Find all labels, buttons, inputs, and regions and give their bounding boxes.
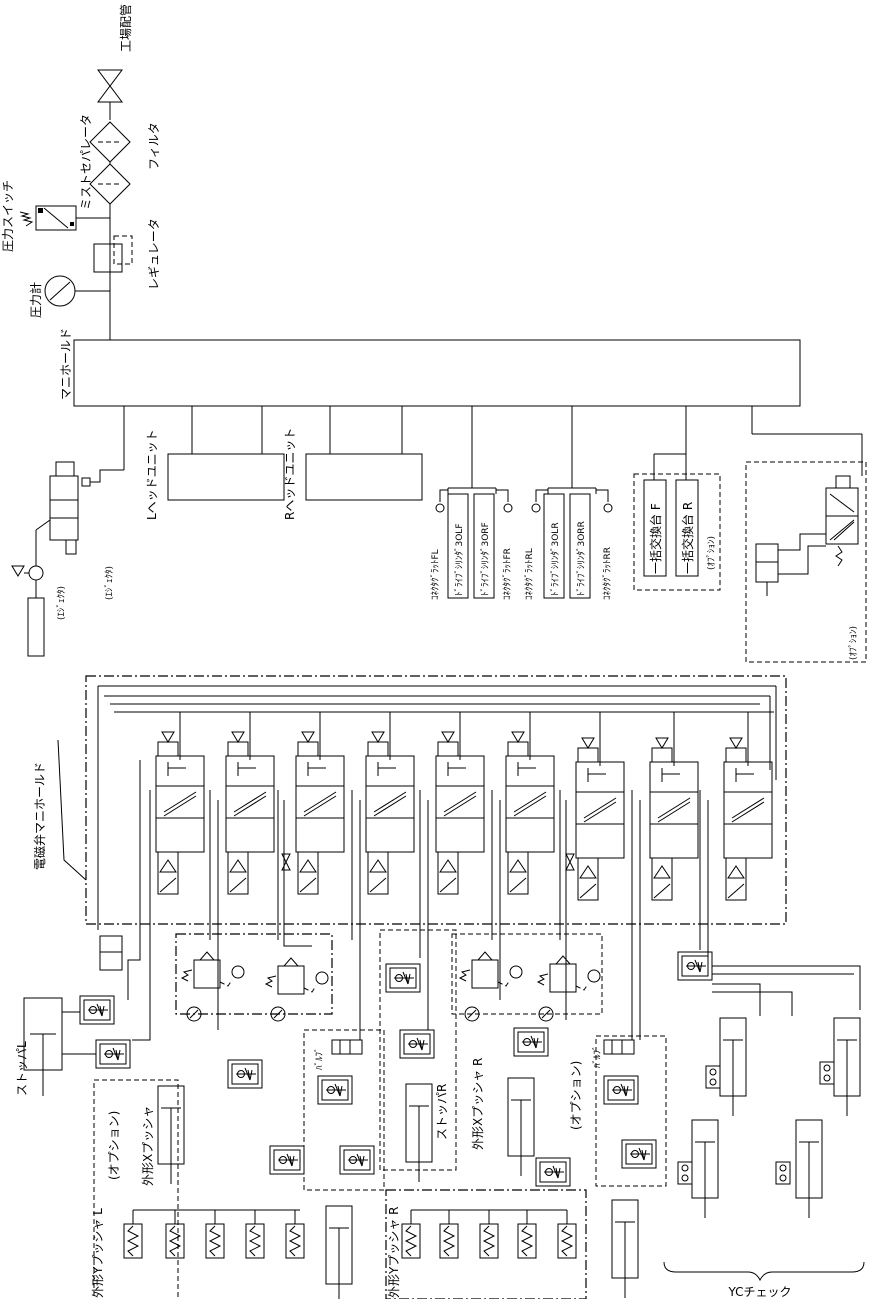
stopper-r-cylinder <box>405 1083 433 1183</box>
ejector-assembly <box>11 461 124 657</box>
cyl-fr-label: ｺﾈｸﾀｸﾞﾗｯﾄFR <box>502 548 513 600</box>
option-small-label-2: (ｵﾌﾟｼｮﾝ) <box>848 626 859 660</box>
flow-ctrl-l-b <box>269 1145 305 1175</box>
manifold-block <box>73 339 801 407</box>
option-label-2: (オプション) <box>569 1061 583 1130</box>
regulator-l-2 <box>265 957 329 995</box>
flow-ctrl-right-1 <box>603 1075 639 1105</box>
outer-y-pusher-r-label: 外形Yプッシャ R <box>387 1207 401 1298</box>
right-option-valve <box>755 475 859 596</box>
filter-label: フィルタ <box>147 122 161 170</box>
cyl-3orr-label: ﾄﾞﾗｲﾌﾞｼﾘﾝﾀﾞ3ORR <box>576 521 587 596</box>
mid-cylinder <box>325 1205 353 1299</box>
pressure-gauge-label: 圧力計 <box>28 282 43 318</box>
regulator-l-1 <box>181 951 245 989</box>
cyl-3orf-label: ﾄﾞﾗｲﾌﾞｼﾘﾝﾀﾞ3ORF <box>480 522 491 596</box>
flow-ctrl-mid-1 <box>317 1075 353 1105</box>
pressure-switch-label: 圧力スイッチ <box>1 180 15 252</box>
stopper-r-flow-ctrl-2 <box>399 1029 435 1059</box>
valve-2-box <box>595 1035 667 1187</box>
solenoid-valves <box>155 731 773 901</box>
right-option-box <box>745 461 867 663</box>
drive-cylinder-group-rear <box>531 487 613 599</box>
ejector-label-1: (ｴｼﾞｪｸﾀ) <box>56 586 67 620</box>
reg-cluster-r-box <box>451 933 603 1015</box>
valve-2 <box>603 1039 635 1055</box>
yc-brace <box>663 1261 865 1282</box>
cyl-fl-label: ｺﾈｸﾀｸﾞﾗｯﾄFL <box>430 549 441 600</box>
l-head-unit-box <box>167 453 285 501</box>
valve-output-lines <box>127 712 749 1041</box>
cyl-3olf-label: ﾄﾞﾗｲﾌﾞｼﾘﾝﾀﾞ3OLF <box>454 523 465 596</box>
drive-cylinder-group-front <box>435 487 513 599</box>
option-small-label-1: (ｵﾌﾟｼｮﾝ) <box>706 536 717 570</box>
valve-label-2: ﾊﾞﾙﾌﾞ <box>592 1045 603 1068</box>
outer-y-pusher-r-springs <box>401 1209 577 1259</box>
stopper-l-label: ストッパL <box>15 1041 29 1096</box>
bulk-exchange-f-box <box>643 479 667 577</box>
flow-ctrl-r-b <box>535 1157 571 1187</box>
solenoid-rails <box>97 685 777 930</box>
option-region-l <box>93 1079 179 1299</box>
yc-cylinder-1 <box>719 1017 747 1117</box>
stopper-exhaust <box>99 935 123 971</box>
stopper-l-flow-ctrl-1 <box>79 995 115 1025</box>
mist-separator-label: ミストセパレータ <box>79 114 93 210</box>
ejector-label-2: (ｴｼﾞｪｸﾀ) <box>104 566 115 600</box>
outer-x-pusher-label: 外形Xプッシャ <box>141 1106 155 1186</box>
r-head-unit-label: Rヘッドユニット <box>283 428 297 520</box>
cyl-3olr-label: ﾄﾞﾗｲﾌﾞｼﾘﾝﾀﾞ3OLR <box>550 522 561 596</box>
outer-x-pusher-l-cylinder <box>157 1085 185 1185</box>
manifold-label: マニホールド <box>59 328 73 400</box>
yc-cylinder-2 <box>833 1017 861 1117</box>
valve-label-1: ﾊﾞﾙﾌﾞ <box>314 1047 325 1070</box>
stopper-r-label: ストッパR <box>435 1084 449 1140</box>
yc-flow-ctrl <box>677 951 713 981</box>
solenoid-manifold-label: 電磁弁マニホールド <box>32 762 47 870</box>
manifold-branches <box>123 406 863 488</box>
solenoid-manifold-box <box>85 675 787 925</box>
yc-sensors <box>677 1061 835 1185</box>
bulk-exchange-option-box <box>633 473 721 591</box>
outer-x-pusher-r-cylinder <box>507 1077 535 1177</box>
flow-ctrl-r-a <box>513 1027 549 1057</box>
outer-y-pusher-r-box <box>385 1189 587 1299</box>
r-head-unit-box <box>305 453 423 501</box>
option-label-1: (オプション) <box>107 1111 121 1180</box>
yc-check-label: YCチェック <box>727 1285 791 1299</box>
regulator-label: レギュレータ <box>147 218 161 290</box>
bulk-r-label: 一括交換台 R <box>680 502 695 574</box>
stopper-r-box <box>379 929 457 1171</box>
reg-cluster-l-box <box>175 933 333 1015</box>
regulator-r-1 <box>459 951 523 989</box>
yc-check-lines <box>712 965 861 1016</box>
factory-pipe-label: 工場配管 <box>118 4 133 52</box>
flow-ctrl-mid-2 <box>339 1145 375 1175</box>
bulk-exchange-r-box <box>675 479 699 577</box>
outer-y-pusher-l-label: 外形Yプッシャ L <box>91 1208 105 1298</box>
valve-1 <box>331 1039 363 1055</box>
cyl-rr-label: ｺﾈｸﾀｸﾞﾗｯﾄRR <box>602 547 613 600</box>
right-cylinder <box>611 1199 639 1299</box>
regulator-r-2 <box>537 955 601 993</box>
yc-cylinder-3 <box>691 1119 719 1219</box>
outer-y-pusher-l-springs <box>123 1209 305 1259</box>
outer-x-pusher-r-label: 外形Xプッシャ R <box>471 1058 485 1150</box>
air-supply-line <box>19 69 133 340</box>
stopper-r-flow-ctrl-1 <box>385 963 421 993</box>
flow-ctrl-l-a <box>227 1059 263 1089</box>
valve-1-box <box>303 1029 385 1191</box>
cyl-rl-label: ｺﾈｸﾀｸﾞﾗｯﾄRL <box>524 548 535 600</box>
yc-cylinder-4 <box>795 1119 823 1219</box>
stopper-l-flow-ctrl-2 <box>95 1039 131 1069</box>
flow-ctrl-right-2 <box>621 1139 657 1169</box>
l-head-unit-label: Lヘッドユニット <box>145 429 159 520</box>
bulk-f-label: 一括交換台 F <box>648 503 663 574</box>
